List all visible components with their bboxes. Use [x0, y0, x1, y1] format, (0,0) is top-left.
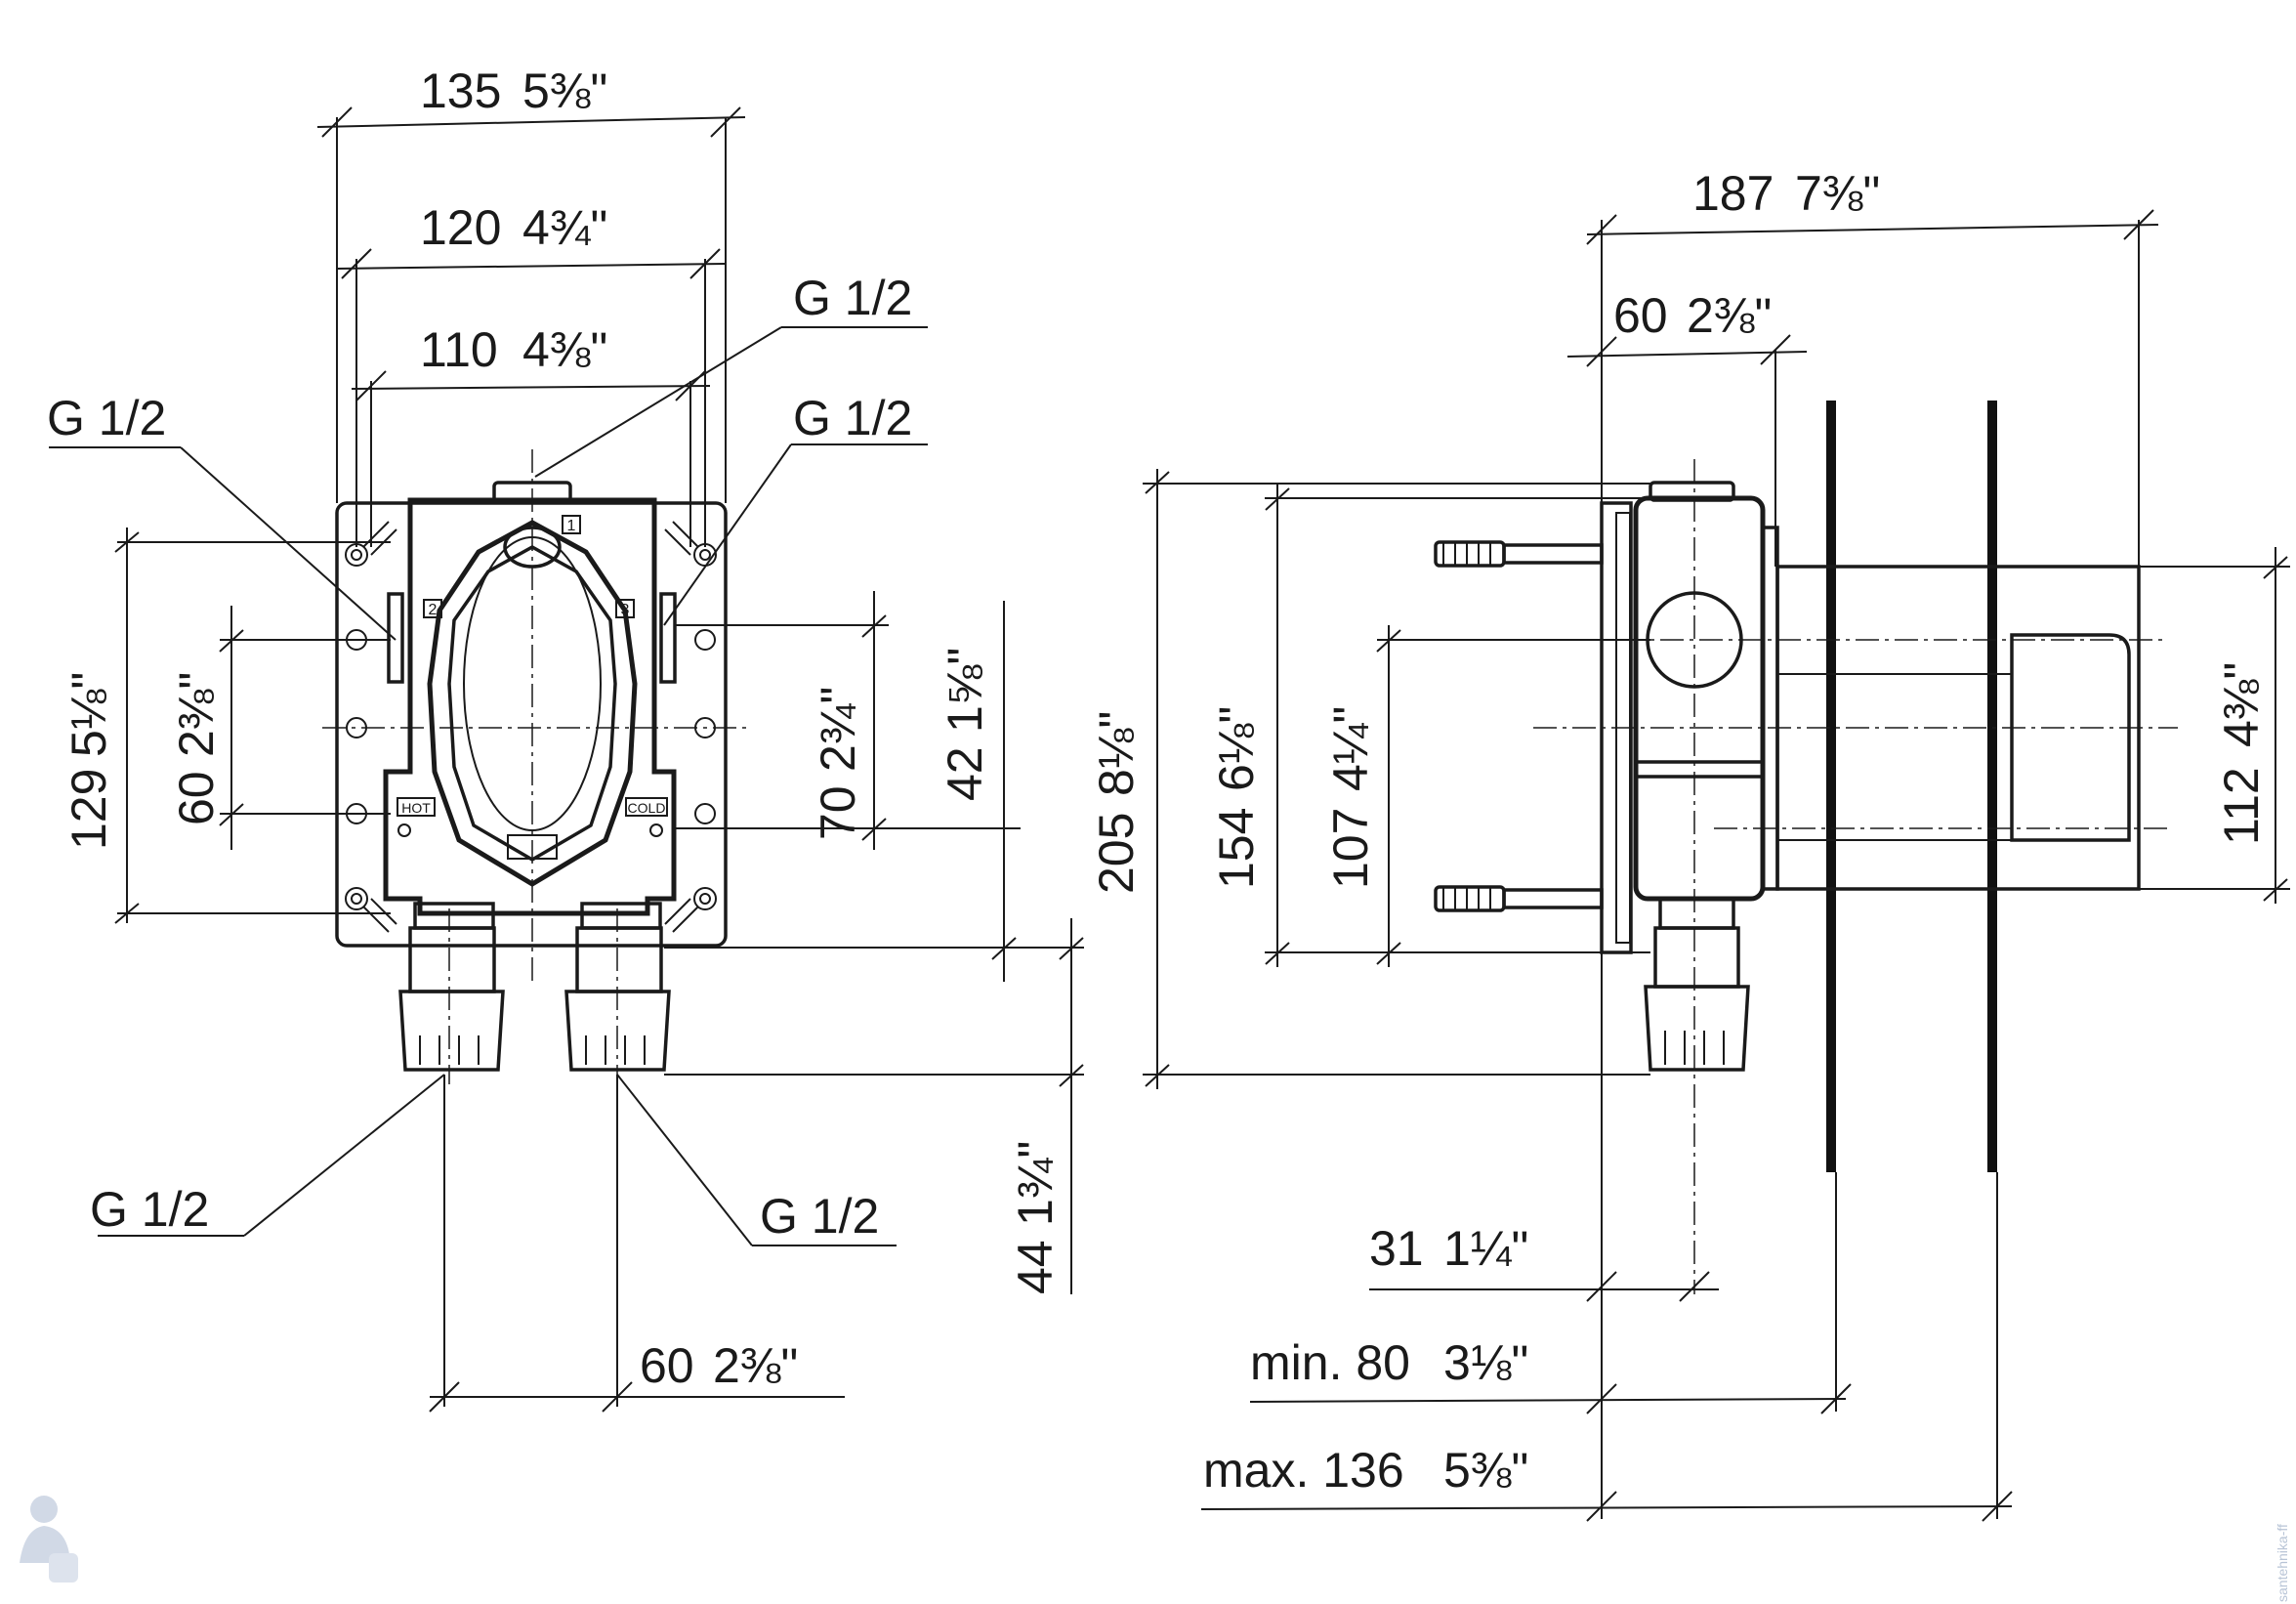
dim-135-inch: 5⅜"	[522, 63, 607, 118]
dim-60-left-inch: 2⅜"	[169, 672, 224, 757]
dim-129-value: 129	[62, 769, 116, 850]
dim-60-side-inch: 2⅜"	[1687, 288, 1772, 343]
dim-min-80-inch: 3⅛"	[1443, 1335, 1528, 1390]
dim-60-left-value: 60	[169, 771, 224, 825]
side-view: 187 7⅜" 60 2⅜" 205 8⅛" 154 6⅛" 107 4¼" 1…	[1089, 166, 2290, 1522]
dim-120-inch: 4¾"	[522, 200, 607, 255]
dim-154-value: 154	[1209, 808, 1264, 889]
front-dimension-labels: 135 5⅜" 120 4¾" 110 4⅜" 129 5⅛" 60 2⅜" 7…	[62, 63, 1063, 1393]
port-2-label: 2	[429, 602, 438, 618]
dim-70-value: 70	[811, 785, 865, 840]
dim-112-inch: 4⅜"	[2214, 662, 2269, 747]
dim-44-value: 44	[1008, 1240, 1063, 1294]
front-top-dimension-lines	[316, 106, 746, 547]
dim-205: 205 8⅛"	[1089, 711, 1144, 894]
dim-129: 129 5⅛"	[62, 672, 116, 850]
dim-112: 112 4⅜"	[2214, 662, 2269, 845]
front-leader-lines	[49, 326, 928, 1246]
port-3-label: 3	[621, 602, 630, 618]
dim-31-value: 31	[1369, 1221, 1424, 1276]
side-right-dimension-lines	[2139, 547, 2290, 904]
mounting-screws	[1434, 540, 1604, 912]
callout-g12-top: G 1/2	[793, 271, 912, 325]
dim-187-value: 187	[1692, 166, 1774, 221]
mounting-plate	[335, 501, 728, 948]
dim-min-80: min. 80 3⅛"	[1250, 1335, 1528, 1390]
dim-120-value: 120	[420, 200, 501, 255]
dim-205-value: 205	[1089, 813, 1144, 894]
mounting-holes	[345, 521, 717, 933]
dim-42: 42 1⅝"	[938, 648, 992, 801]
dim-110-value: 110	[420, 322, 498, 377]
dim-60-bottom: 60 2⅜"	[640, 1338, 798, 1393]
dim-31: 31 1¼"	[1369, 1221, 1528, 1276]
dim-60-left: 60 2⅜"	[169, 672, 224, 825]
dim-154-inch: 6⅛"	[1209, 706, 1264, 791]
watermark: santehnika-ff	[20, 1496, 2290, 1602]
dim-70-inch: 2¾"	[811, 687, 865, 772]
inlet-connectors	[398, 902, 671, 1072]
dim-max-136-value: max. 136	[1203, 1443, 1404, 1498]
front-centerlines	[322, 449, 752, 1084]
dim-60-side: 60 2⅜"	[1613, 288, 1772, 343]
port-1-label: 1	[567, 518, 576, 534]
dim-205-inch: 8⅛"	[1089, 711, 1144, 796]
side-bottom-dimension-lines	[1200, 1172, 2013, 1522]
watermark-text: santehnika-ff	[2275, 1524, 2290, 1602]
cold-label: COLD	[628, 800, 666, 816]
dim-110-inch: 4⅜"	[522, 322, 607, 377]
dim-110: 110 4⅜"	[420, 322, 607, 377]
dim-120: 120 4¾"	[420, 200, 607, 255]
dim-187: 187 7⅜"	[1692, 166, 1880, 221]
side-left-dimension-lines	[1143, 469, 1650, 1089]
side-top-dimension-lines	[1566, 209, 2159, 1519]
dim-135-value: 135	[420, 63, 501, 118]
dim-129-inch: 5⅛"	[62, 672, 116, 757]
valve-body: 1 2 3 HOT COLD	[383, 481, 677, 916]
dim-max-136: max. 136 5⅜"	[1203, 1443, 1528, 1498]
callout-g12-bottom-right: G 1/2	[760, 1189, 879, 1244]
dim-112-value: 112	[2214, 767, 2269, 845]
dim-135: 135 5⅜"	[420, 63, 607, 118]
callout-g12-right: G 1/2	[793, 391, 912, 445]
dim-60-bottom-inch: 2⅜"	[713, 1338, 798, 1393]
thread-callouts: G 1/2 G 1/2 G 1/2 G 1/2 G 1/2	[47, 271, 912, 1244]
side-dimension-labels: 187 7⅜" 60 2⅜" 205 8⅛" 154 6⅛" 107 4¼" 1…	[1089, 166, 2269, 1498]
dim-42-value: 42	[938, 746, 992, 801]
dim-44: 44 1¾"	[1008, 1141, 1063, 1294]
dim-42-inch: 1⅝"	[938, 648, 992, 733]
front-left-dimension-lines	[114, 528, 391, 924]
dim-187-inch: 7⅜"	[1795, 166, 1880, 221]
dim-154: 154 6⅛"	[1209, 706, 1264, 889]
side-centerlines	[1533, 459, 2178, 1294]
side-valve-body	[1633, 481, 2141, 1072]
dim-60-bottom-value: 60	[640, 1338, 694, 1393]
plumber-logo-icon	[20, 1496, 78, 1583]
dim-max-136-inch: 5⅜"	[1443, 1443, 1528, 1498]
hot-label: HOT	[401, 800, 431, 816]
front-bottom-dimension-lines	[429, 1075, 845, 1413]
callout-g12-bottom-left: G 1/2	[90, 1182, 209, 1237]
dim-107-value: 107	[1323, 808, 1378, 889]
dim-60-side-value: 60	[1613, 288, 1668, 343]
dim-min-80-value: min. 80	[1250, 1335, 1410, 1390]
callout-g12-left: G 1/2	[47, 391, 166, 445]
dim-70: 70 2¾"	[811, 687, 865, 840]
dim-107-inch: 4¼"	[1323, 706, 1378, 791]
dim-107: 107 4¼"	[1323, 706, 1378, 889]
dim-31-inch: 1¼"	[1443, 1221, 1528, 1276]
front-right-dimension-lines	[664, 591, 1084, 1294]
front-view: 1 2 3 HOT COLD	[47, 63, 1084, 1413]
dim-44-inch: 1¾"	[1008, 1141, 1063, 1226]
